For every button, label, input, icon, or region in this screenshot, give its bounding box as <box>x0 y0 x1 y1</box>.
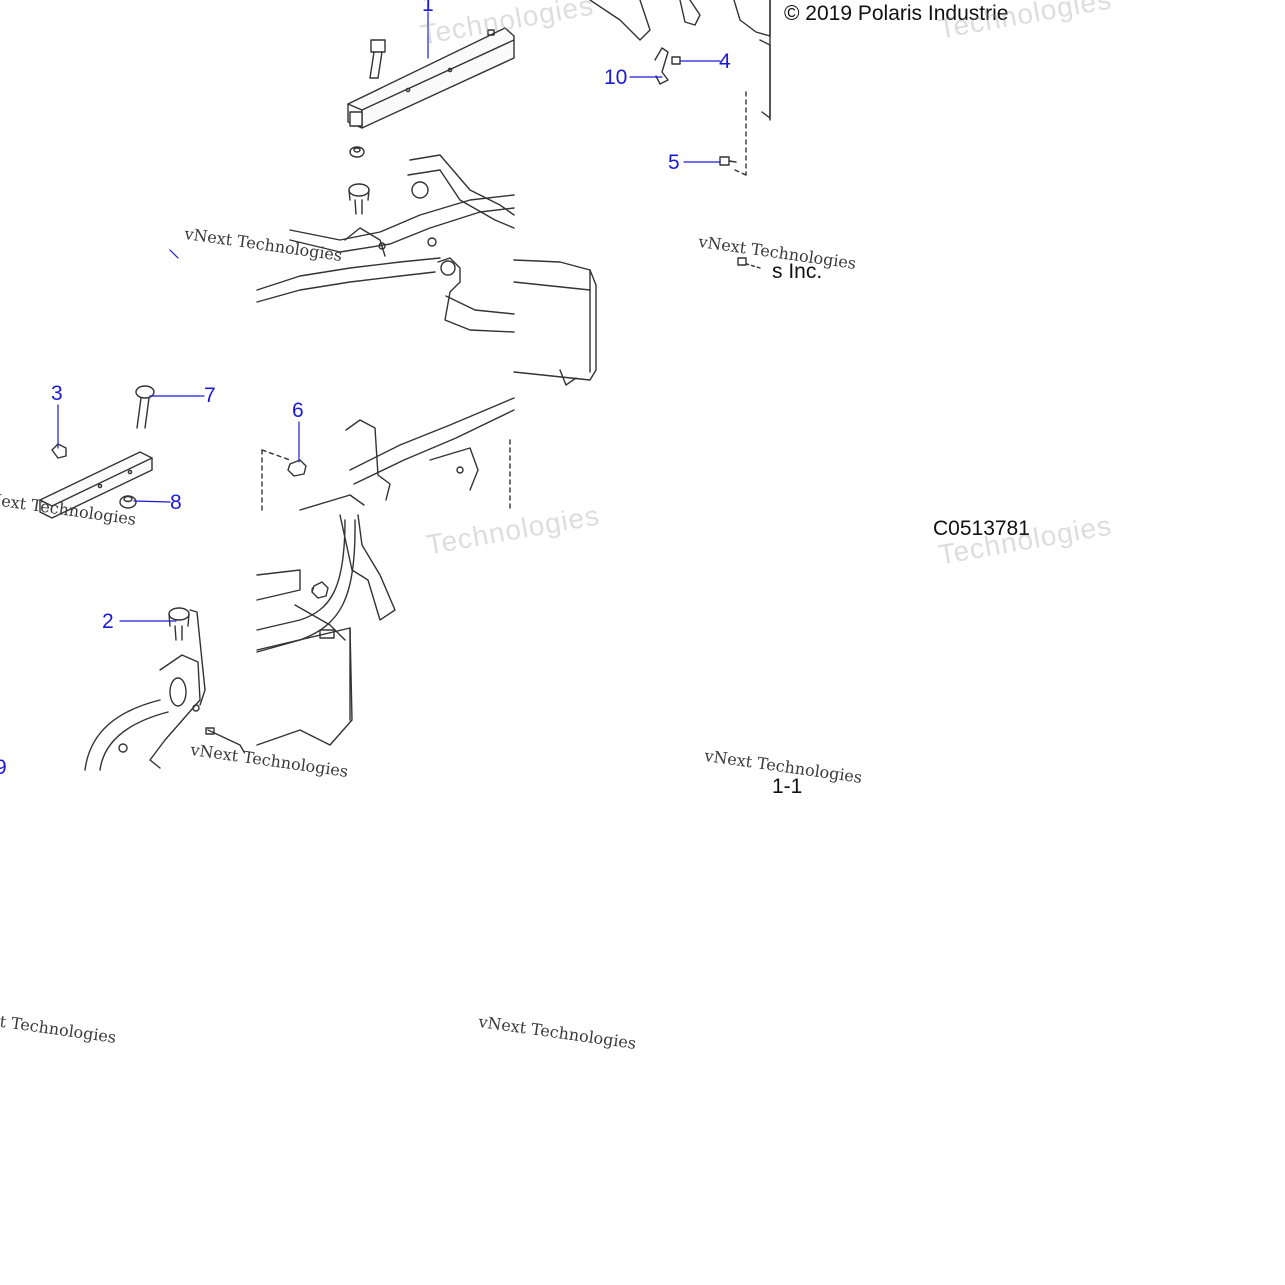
cage-nut-part <box>51 443 67 459</box>
lower-frame-portion <box>256 514 396 746</box>
hex-bolt-part <box>311 581 329 599</box>
callout-8: 8 <box>170 491 182 514</box>
dashed-guide <box>734 169 747 176</box>
rubber-grommet-part <box>119 495 137 509</box>
long-bolt-part <box>135 385 155 429</box>
copyright-text-continued: s Inc. <box>772 260 823 283</box>
small-screw-part <box>671 56 737 166</box>
copyright-text: © 2019 Polaris Industrie <box>784 2 1009 25</box>
small-screw-part <box>737 257 747 266</box>
upper-bracket-part <box>589 0 771 121</box>
frame-upper-portion <box>289 154 515 257</box>
lower-tube-part <box>39 451 153 519</box>
bolt-part <box>369 39 386 79</box>
flange-bolt-part <box>287 459 307 477</box>
nut-part <box>349 146 365 158</box>
callout-5: 5 <box>668 151 680 174</box>
callout-2: 2 <box>102 610 114 633</box>
dashed-guide <box>261 449 291 461</box>
square-tube-part <box>347 27 515 129</box>
bumper-stop-lower-part <box>168 607 190 641</box>
callout-4: 4 <box>719 50 731 73</box>
callout-3: 3 <box>51 382 63 405</box>
clip-part <box>654 47 669 85</box>
page-number: 1-1 <box>772 775 803 798</box>
lower-bracket-portion <box>84 609 245 771</box>
callout-1: 1 <box>422 0 434 16</box>
figure-code: C0513781 <box>933 517 1030 540</box>
callout-9: 9 <box>0 756 7 779</box>
callout-7: 7 <box>204 384 216 407</box>
bumper-stop-part <box>348 183 370 215</box>
leader-lines <box>57 11 721 622</box>
main-frame-portion <box>256 257 597 511</box>
callout-10: 10 <box>604 66 628 89</box>
callout-6: 6 <box>292 399 304 422</box>
